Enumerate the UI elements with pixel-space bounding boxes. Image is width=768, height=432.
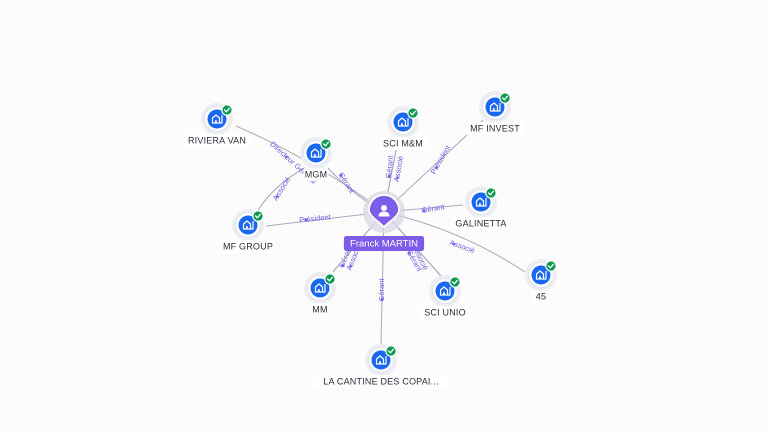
company-name-label: 45 [536,291,546,301]
company-icon-bg [371,350,391,370]
verified-check-icon [221,104,233,116]
company-icon-bg [238,215,258,235]
company-icon-bg [207,109,227,129]
edge-arrow-icon [339,174,343,177]
company-icon [375,355,387,365]
company-name-label: MF GROUP [223,241,273,251]
edge-arrow-icon [408,251,411,255]
company-name-label: SCI M&M [383,138,423,148]
company-icon [439,286,451,296]
company-icon [211,114,223,124]
company-node-mf-group[interactable]: MF GROUP [221,209,275,253]
edge-role-label: Associé [448,238,476,255]
company-icon-bg [471,192,491,212]
edge-arrow-icon [396,176,399,180]
company-node-45[interactable]: 45 [525,259,557,303]
verified-check-icon [385,345,397,357]
company-name-label: GALINETTA [455,218,506,228]
edge-mf-group-mgm: Associé [257,167,306,211]
edge-role-label: Gérant [384,154,395,179]
company-icon [242,220,254,230]
company-icon-bg [435,281,455,301]
edge-role-label: Président [299,212,332,224]
company-name-label: MGM [305,169,328,179]
company-icon [489,102,501,112]
edge-arrow-icon [422,209,426,212]
edge-arrow-icon [341,264,344,267]
node-label-bg [465,122,525,135]
verified-check-icon [320,138,332,150]
node-label-bg [379,137,427,150]
edge-arrow-icon [285,155,288,159]
center-person-node[interactable]: Franck MARTIN [343,191,425,251]
edge-role-label: Gérant [377,278,386,302]
node-label-bg [451,217,511,230]
company-node-sci-unio[interactable]: SCI UNIO [418,275,472,319]
company-icon [397,117,409,127]
center-label-bg [343,236,425,251]
edge-arrow-icon [452,242,455,246]
edge-arrow-icon [387,174,391,178]
company-node-mm[interactable]: MM [304,272,336,316]
company-name-label: MM [312,304,327,314]
nodes-layer: RIVIERA VAN MGM SCI M&M MF INVEST GALINETTA M… [182,91,557,388]
location-pin-icon [368,194,400,229]
person-icon [378,205,390,217]
node-label-bg [303,168,329,181]
company-icon [314,283,326,293]
company-icon-bg [306,143,326,163]
edge-role-label: Associé [271,175,293,202]
company-icon-bg [393,112,413,132]
verified-check-icon [485,187,497,199]
edge-arrow-icon [304,218,308,222]
verified-check-icon [545,260,557,272]
edge-line [257,167,306,211]
company-icon-bg [310,278,330,298]
node-label-bg [418,306,472,319]
company-name-label: RIVIERA VAN [188,135,246,145]
person-name-label: Franck MARTIN [350,239,418,250]
node-label-bg [182,134,252,147]
company-icon [475,197,487,207]
company-icon [535,270,547,280]
company-node-mf-invest[interactable]: MF INVEST [465,91,525,135]
edge-role-label: Président [429,143,453,176]
company-icon [310,148,322,158]
verified-check-icon [449,276,461,288]
company-name-label: MF INVEST [470,123,520,133]
company-node-la-cantine-des-copai[interactable]: LA CANTINE DES COPAI... [312,344,450,388]
edge-role-label: Associé [392,155,405,182]
node-label-bg [310,303,330,316]
company-icon-bg [531,265,551,285]
node-label-bg [531,290,551,303]
company-node-mgm[interactable]: MGM [300,137,332,181]
company-node-sci-m-m[interactable]: SCI M&M [379,106,427,150]
company-icon-bg [485,97,505,117]
company-name-label: LA CANTINE DES COPAI... [323,376,438,386]
edge-arrow-icon [349,265,352,268]
verified-check-icon [324,273,336,285]
edge-role-label: Gérant [421,202,446,215]
company-name-label: SCI UNIO [424,307,466,317]
edge-arrow-icon [380,297,384,301]
edge-arrow-icon [435,166,438,170]
company-node-riviera-van[interactable]: RIVIERA VAN [182,103,252,147]
node-label-bg [312,375,450,388]
verified-check-icon [407,107,419,119]
node-label-bg [221,240,275,253]
edge-arrow-icon [275,195,279,198]
verified-check-icon [252,210,264,222]
company-node-galinetta[interactable]: GALINETTA [451,186,511,230]
verified-check-icon [499,92,511,104]
